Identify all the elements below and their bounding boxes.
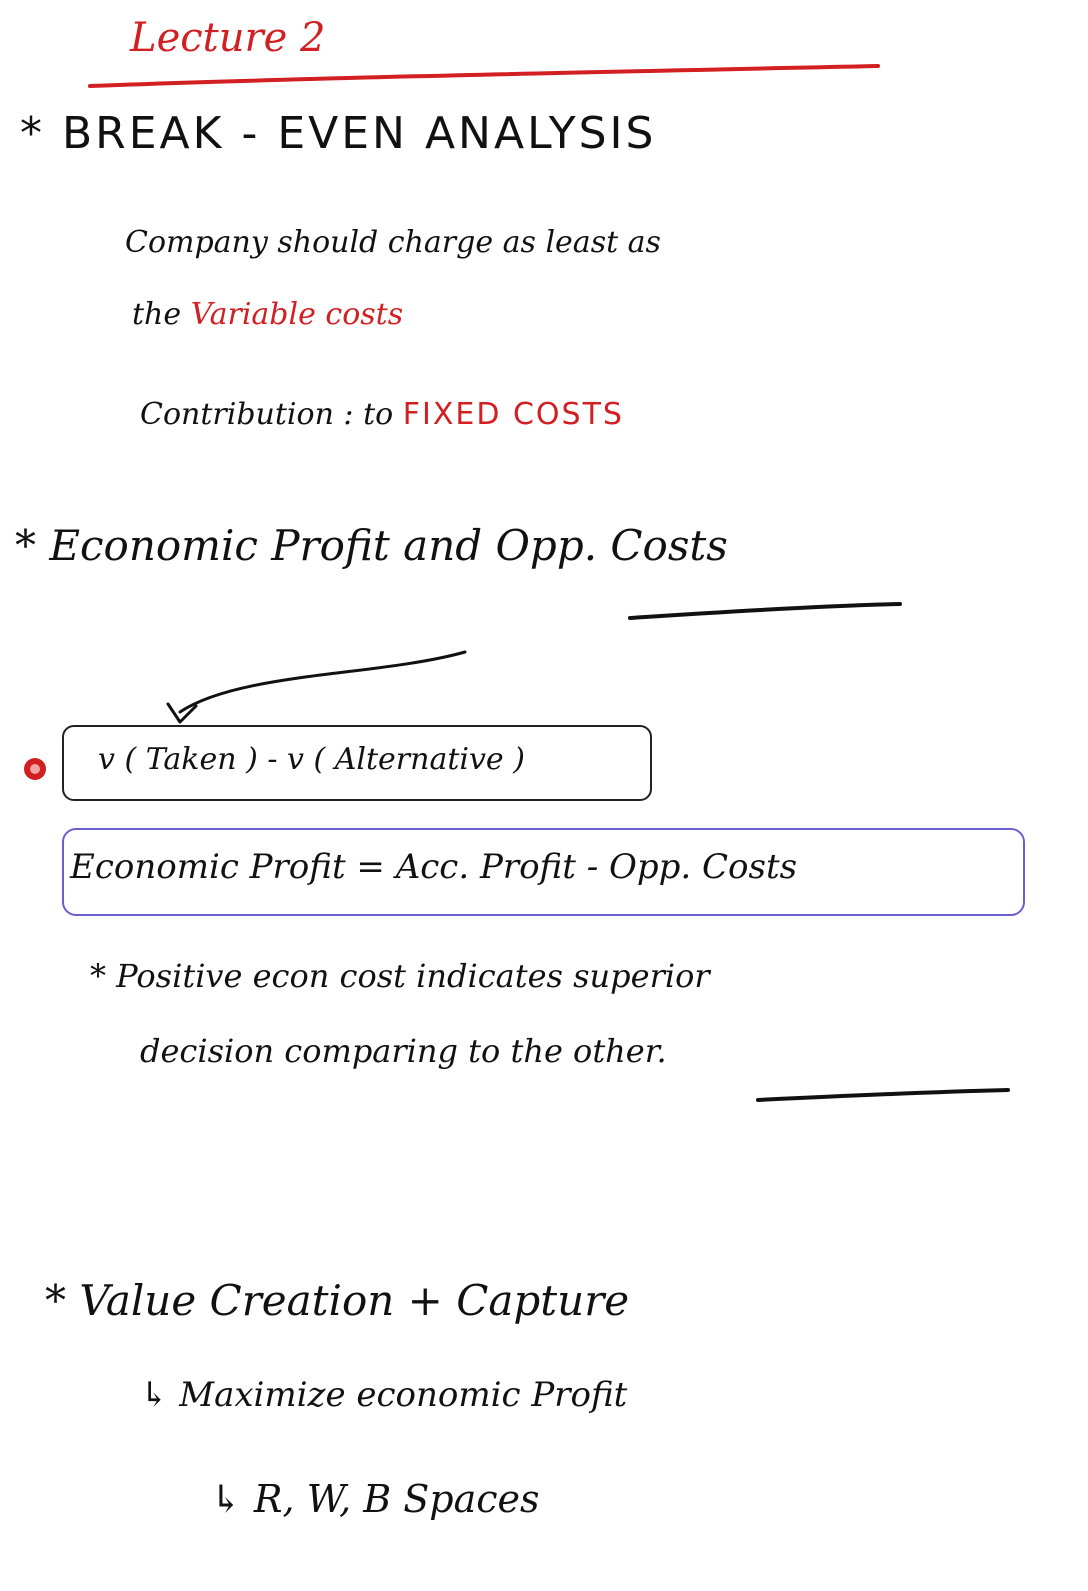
section-heading-value-creation: * Value Creation + Capture: [45, 1276, 630, 1325]
formula-box-value-difference: [62, 725, 652, 801]
section-heading-economic-profit: * Economic Profit and Opp. Costs: [15, 525, 728, 567]
fixed-costs-highlight: FIXED COSTS: [402, 397, 624, 432]
note-line-2-suffix: .: [656, 1032, 667, 1070]
variable-costs-highlight: Variable costs: [190, 297, 404, 332]
red-bullet-dot: [24, 758, 46, 780]
title-underline: [88, 64, 880, 88]
break-even-line-1: Company should charge as least as: [125, 225, 661, 260]
page-title: Lecture 2: [130, 15, 326, 61]
formula-box-economic-profit: [62, 828, 1025, 916]
positive-econ-note-line-2: decision comparing to the other.: [140, 1035, 667, 1067]
value-creation-sub-1: ↳ Maximize economic Profit: [140, 1375, 628, 1415]
note-line-2-prefix: decision comparing to: [140, 1032, 501, 1070]
formula-economic-profit: Economic Profit = Acc. Profit - Opp. Cos…: [70, 847, 798, 887]
opp-costs-underlined: Opp. Costs: [495, 521, 728, 570]
economic-profit-heading-prefix: * Economic Profit and: [15, 521, 483, 570]
value-creation-sub-2: ↳ R, W, B Spaces: [210, 1477, 540, 1521]
formula-value-difference: v ( Taken ) - v ( Alternative ): [98, 742, 525, 777]
contribution-line: Contribution : to FIXED COSTS: [140, 400, 624, 430]
opp-costs-underline: [628, 602, 902, 620]
the-other-underline: [756, 1088, 1010, 1102]
section-heading-break-even: * BREAK - EVEN ANALYSIS: [20, 108, 657, 159]
curved-arrow-icon: [178, 650, 467, 714]
break-even-line-2-prefix: the: [132, 297, 182, 332]
break-even-line-2: the Variable costs: [132, 300, 403, 330]
contribution-prefix: Contribution : to: [140, 397, 394, 432]
the-other-underlined: the other: [510, 1032, 657, 1070]
positive-econ-note-line-1: * Positive econ cost indicates superior: [90, 957, 710, 995]
